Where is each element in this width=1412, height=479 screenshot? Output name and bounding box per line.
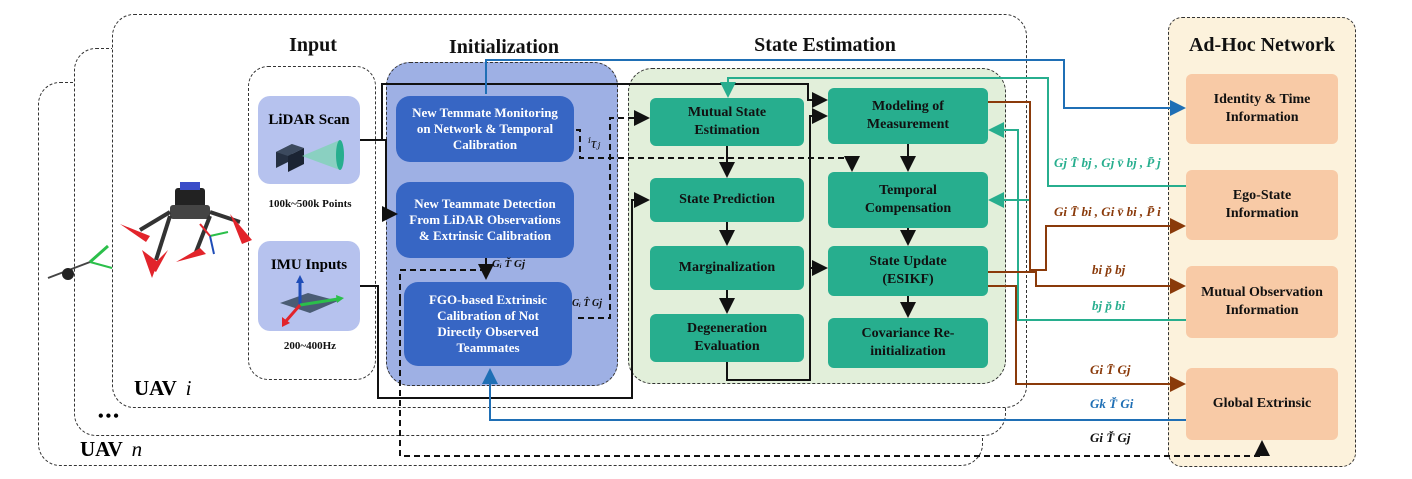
- state-update-box: State Update (ESIKF): [828, 246, 988, 296]
- t-hat-init-label: Gᵢ T̂ Gj: [572, 298, 603, 309]
- lidar-scan-box: LiDAR Scan: [258, 96, 360, 184]
- imu-inputs-title: IMU Inputs: [270, 257, 348, 273]
- main-drone-icon: [120, 182, 252, 278]
- t-breve-gk-gi-label: Gk T̆ Gi: [1090, 396, 1134, 411]
- fgo-extrinsic-calibration-box: FGO-based Extrinsic Calibration of Not D…: [404, 282, 572, 366]
- degeneration-evaluation-box: Degeneration Evaluation: [650, 314, 804, 362]
- modeling-of-measurement-box: Modeling of Measurement: [828, 88, 988, 144]
- marginalization-box: Marginalization: [650, 246, 804, 290]
- lidar-caption: 100k~500k Points: [268, 198, 352, 210]
- t-bar-gi-gj-label: Gi T̄ Gj: [1090, 362, 1131, 377]
- global-extrinsic-box: Global Extrinsic: [1186, 368, 1338, 440]
- imu-icon: [280, 275, 344, 327]
- mutual-observation-information-box: Mutual Observation Information: [1186, 266, 1338, 338]
- new-teammate-detection-box: New Teammate Detection From LiDAR Observ…: [396, 182, 574, 258]
- new-teammate-monitoring-box: New Temmate Monitoring on Network & Temp…: [396, 96, 574, 162]
- imu-caption: 200~400Hz: [283, 340, 337, 352]
- temporal-compensation-box: Temporal Compensation: [828, 172, 988, 228]
- state-prediction-box: State Prediction: [650, 178, 804, 222]
- uav-n-label: UAV n: [80, 437, 143, 461]
- ego-j-label: Gj T̄ bj , Gj v̄ bj , P̄ j: [1054, 155, 1161, 170]
- state-estimation-title: State Estimation: [754, 34, 896, 56]
- ego-i-label: Gi T̄ bi , Gi v̄ bi , P̄ i: [1054, 204, 1161, 219]
- p-bj-bi-label: bj p̆ bi: [1092, 298, 1126, 313]
- lidar-scan-title: LiDAR Scan: [268, 112, 350, 128]
- initialization-title: Initialization: [448, 36, 559, 58]
- t-breve-gi-gj-label: Gi T̆ Gj: [1090, 430, 1131, 445]
- adhoc-network-title: Ad-Hoc Network: [1188, 34, 1336, 56]
- lidar-icon: [276, 140, 344, 172]
- identity-time-information-box: Identity & Time Information: [1186, 74, 1338, 144]
- t-breve-init-label: Gᵢ T̆ Gj: [492, 258, 526, 270]
- input-title: Input: [289, 34, 337, 56]
- input-region: [248, 66, 376, 380]
- p-bi-bj-label: bi p̆ bj: [1092, 262, 1126, 277]
- small-drone-icon: [47, 244, 113, 280]
- covariance-reinitialization-box: Covariance Re-initialization: [828, 318, 988, 368]
- ellipsis: •••: [98, 408, 121, 425]
- imu-inputs-box: IMU Inputs: [258, 241, 360, 331]
- ego-state-information-box: Ego-State Information: [1186, 170, 1338, 240]
- tau-label: ⁱτⱼ: [588, 136, 601, 152]
- mutual-state-estimation-box: Mutual State Estimation: [650, 98, 804, 146]
- uav-i-label: UAV i: [134, 376, 192, 400]
